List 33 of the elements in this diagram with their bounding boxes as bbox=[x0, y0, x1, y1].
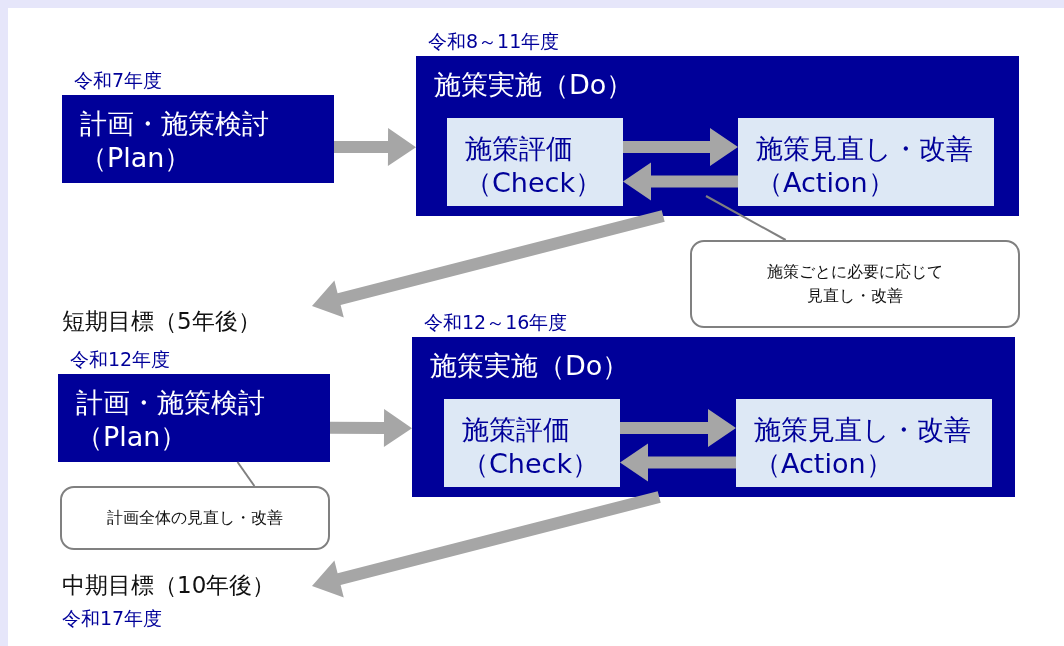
callout-bubble bbox=[60, 486, 330, 550]
arrow bbox=[620, 443, 736, 482]
step-box bbox=[738, 118, 994, 206]
year-label: 令和8～11年度 bbox=[428, 29, 560, 53]
callout-bubble bbox=[690, 240, 1020, 328]
step-label: 施策評価（Check） bbox=[465, 133, 603, 198]
step-box bbox=[447, 118, 623, 206]
year-label: 令和12～16年度 bbox=[424, 310, 568, 334]
arrow bbox=[623, 162, 738, 201]
group-title: 施策実施（Do） bbox=[430, 349, 630, 383]
year-label: 令和7年度 bbox=[74, 68, 163, 92]
step-label: 施策見直し・改善（Action） bbox=[756, 133, 973, 198]
step-label: 施策見直し・改善（Action） bbox=[754, 414, 971, 479]
process-label: 計画・施策検討（Plan） bbox=[76, 387, 265, 452]
milestone-text: 中期目標（10年後） bbox=[62, 572, 276, 598]
group-title: 施策実施（Do） bbox=[434, 68, 634, 102]
step-box bbox=[444, 399, 620, 487]
arrow bbox=[620, 409, 736, 447]
step-label: 施策評価（Check） bbox=[462, 414, 600, 479]
callout-text: 施策ごとに必要に応じて見直し・改善 bbox=[766, 261, 944, 307]
step-box bbox=[736, 399, 992, 487]
callout-tail bbox=[236, 461, 256, 487]
arrow bbox=[330, 409, 412, 447]
arrow bbox=[623, 128, 738, 166]
arrow bbox=[312, 491, 661, 598]
process-label: 計画・施策検討（Plan） bbox=[80, 108, 269, 173]
callout-tail bbox=[705, 195, 787, 241]
year-label: 令和12年度 bbox=[70, 347, 171, 371]
year-label: 令和17年度 bbox=[62, 606, 163, 630]
milestone-text: 短期目標（5年後） bbox=[62, 308, 261, 334]
callout-text: 計画全体の見直し・改善 bbox=[107, 507, 283, 529]
arrow bbox=[334, 128, 416, 167]
arrow bbox=[312, 210, 665, 318]
